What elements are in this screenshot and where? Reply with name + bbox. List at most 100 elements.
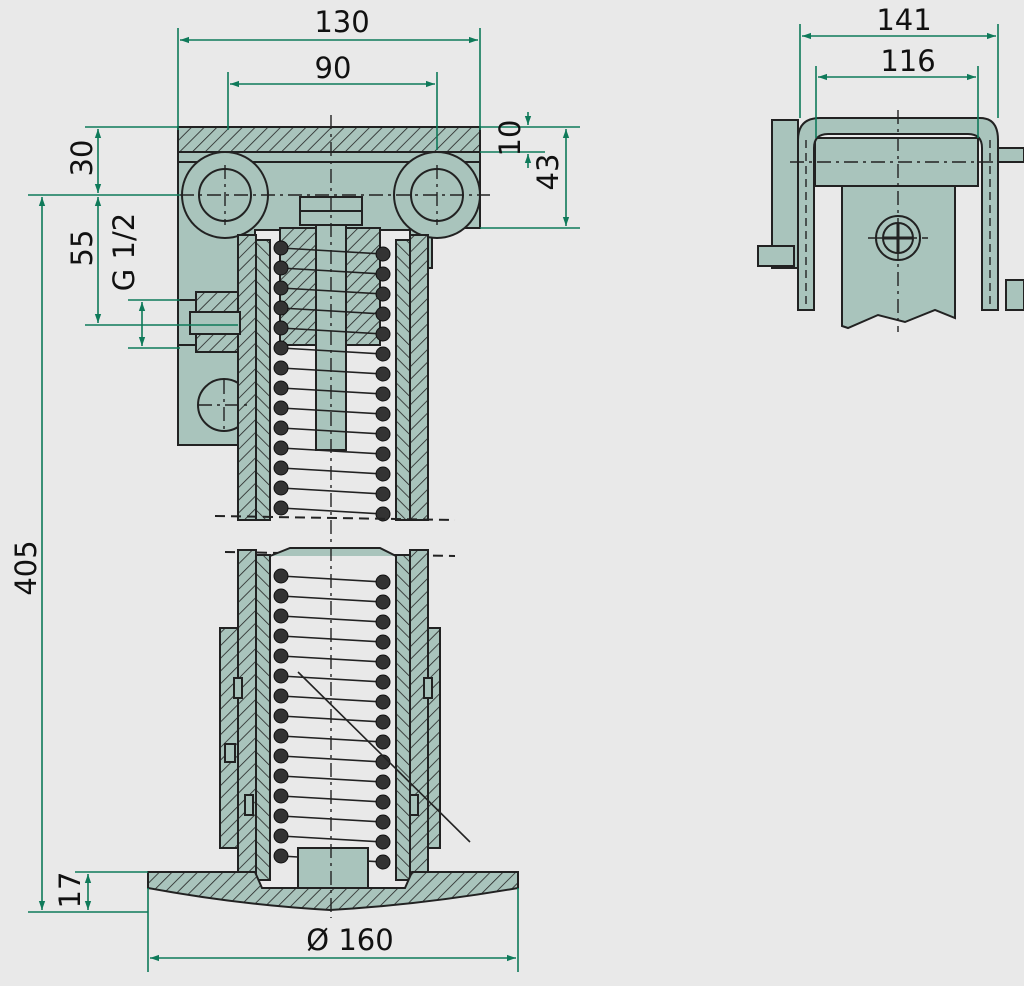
side-pin-housing (814, 137, 979, 187)
side-dimensions (799, 24, 999, 138)
spring-coil (375, 366, 391, 382)
spring-coil (375, 794, 391, 810)
dim-116: 116 (880, 44, 935, 78)
spring-coil (273, 808, 289, 824)
dim-405: 405 (9, 540, 43, 595)
side-view (757, 117, 1024, 330)
spring-coil-line (280, 407, 384, 415)
spring-coil (375, 406, 391, 422)
spring-coil-line (280, 487, 384, 495)
spring-coil (273, 280, 289, 296)
spring-coil-line (280, 815, 384, 823)
spring-coil (273, 648, 289, 664)
spring-coil (273, 688, 289, 704)
side-dimension-labels: 141 116 (876, 3, 935, 78)
spring-coil-line (280, 307, 384, 315)
spring-coil-line (280, 695, 384, 703)
spring-coil (273, 500, 289, 516)
spring-coil-line (280, 347, 384, 355)
spring-coil (273, 360, 289, 376)
spring-coil (375, 286, 391, 302)
side-center-lines (790, 110, 1024, 332)
dim-g-1-2: G 1/2 (107, 213, 141, 291)
outer-tube-right-lower (409, 549, 429, 881)
spring-coil-line (280, 427, 384, 435)
spring-coil (375, 694, 391, 710)
spring-coil (273, 260, 289, 276)
spring-coil (273, 788, 289, 804)
spring-coil (273, 420, 289, 436)
top-plate (177, 126, 481, 153)
spring-coil (273, 400, 289, 416)
spring-coil (273, 668, 289, 684)
spring-coil (375, 306, 391, 322)
spring-coil (375, 594, 391, 610)
spring-coil (273, 440, 289, 456)
spring-coil (375, 246, 391, 262)
dim-141: 141 (876, 3, 931, 37)
spring-coil (273, 300, 289, 316)
spring-coil-line (280, 247, 384, 255)
dim-10: 10 (493, 120, 527, 157)
spring-coil-line (280, 447, 384, 455)
spring-coil (273, 748, 289, 764)
spring-coil (375, 486, 391, 502)
spring-coil-line (280, 615, 384, 623)
front-dimension-labels: 130 90 30 55 G 1/2 10 43 405 17 Ø 160 (9, 5, 565, 957)
side-handle (771, 119, 799, 269)
spring-coil-line (280, 635, 384, 643)
spring-coil (375, 266, 391, 282)
spring-coil-line (280, 327, 384, 335)
dim-55: 55 (65, 230, 99, 267)
front-dimensions (28, 28, 580, 972)
spring-coil (375, 446, 391, 462)
spring-coil-line (280, 287, 384, 295)
spring-coil-line (280, 507, 384, 515)
spring-coil (375, 634, 391, 650)
spring-coil (273, 460, 289, 476)
spring-coil (273, 628, 289, 644)
spring-coil (375, 854, 391, 870)
spring-coil (273, 480, 289, 496)
spring-coil (273, 240, 289, 256)
spring-coil (375, 674, 391, 690)
spring-coil-line (280, 735, 384, 743)
spring-coil (375, 466, 391, 482)
spring-coil-line (280, 575, 384, 583)
guide-sleeve-left (219, 627, 239, 849)
spring-coil (273, 848, 289, 864)
spring-coil (273, 708, 289, 724)
spring-coil-line (280, 387, 384, 395)
spring-coil-line (280, 595, 384, 603)
spring-coil (375, 386, 391, 402)
spring-coil-line (280, 755, 384, 763)
spring-coil (375, 426, 391, 442)
spring-coil (375, 714, 391, 730)
spring-coil (273, 568, 289, 584)
oil-port-fitting (177, 291, 241, 353)
spring-coil (375, 614, 391, 630)
spring-coil-line (280, 835, 384, 843)
spring-coils-upper (273, 240, 391, 522)
spring-coil (375, 506, 391, 522)
outer-tube-left-upper (237, 234, 257, 521)
spring-coil (273, 608, 289, 624)
spring-coil (375, 814, 391, 830)
spring-coil (273, 768, 289, 784)
spring-coil (375, 834, 391, 850)
front-section-view (147, 126, 519, 912)
spring-coil-line (280, 655, 384, 663)
guide-sleeve-right (427, 627, 441, 849)
spring-coil-line (280, 467, 384, 475)
spring-coil (375, 734, 391, 750)
spring-coil (273, 588, 289, 604)
spring-coil-line (280, 367, 384, 375)
center-lines (180, 115, 490, 918)
spring-coil (375, 326, 391, 342)
spring-coil-line (280, 267, 384, 275)
dim-43: 43 (531, 154, 565, 191)
dim-90: 90 (315, 51, 352, 85)
spring-coil (273, 340, 289, 356)
spring-coil-line (280, 675, 384, 683)
